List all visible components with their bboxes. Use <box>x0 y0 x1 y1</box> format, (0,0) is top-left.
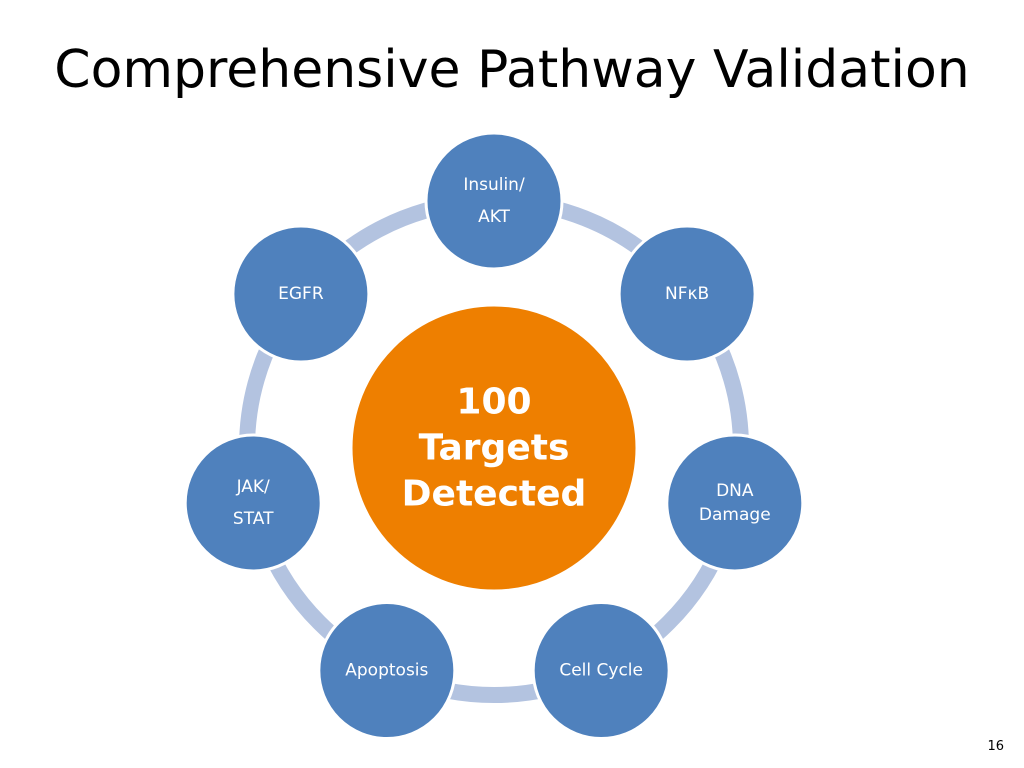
satellite-label-line: Damage <box>699 505 771 525</box>
satellite-insulin-akt: Insulin/AKT <box>424 131 564 271</box>
satellite-jak-stat: JAK/STAT <box>183 433 323 573</box>
satellite-label-line: NFκB <box>665 284 709 304</box>
satellite-nfkb: NFκB <box>617 224 757 364</box>
center-circle <box>349 303 639 593</box>
satellite-label-line: DNA <box>716 481 754 501</box>
satellite-circle <box>317 601 457 741</box>
satellite-label-line: EGFR <box>278 284 324 304</box>
satellite-label-line: AKT <box>478 207 510 227</box>
satellite-label-line: Apoptosis <box>345 661 428 681</box>
satellite-circle <box>617 224 757 364</box>
center-label-line: Targets <box>419 428 570 469</box>
slide-title: Comprehensive Pathway Validation <box>54 40 970 100</box>
satellite-circle <box>531 601 671 741</box>
satellite-cell-cycle: Cell Cycle <box>531 601 671 741</box>
satellite-circle <box>665 433 805 573</box>
satellite-circle <box>231 224 371 364</box>
satellite-label-line: Cell Cycle <box>559 661 643 681</box>
satellite-label-line: JAK/ <box>236 477 270 497</box>
satellite-label-line: Insulin/ <box>463 175 525 195</box>
center-label-line: 100 <box>456 382 531 423</box>
satellite-egfr: EGFR <box>231 224 371 364</box>
satellite-circle <box>424 131 564 271</box>
satellite-apoptosis: Apoptosis <box>317 601 457 741</box>
satellite-dna-damage: DNA Damage <box>665 433 805 573</box>
satellite-circle <box>183 433 323 573</box>
center-label-line: Detected <box>402 474 587 515</box>
satellite-label-line: STAT <box>233 509 274 529</box>
slide-number: 16 <box>987 739 1004 754</box>
